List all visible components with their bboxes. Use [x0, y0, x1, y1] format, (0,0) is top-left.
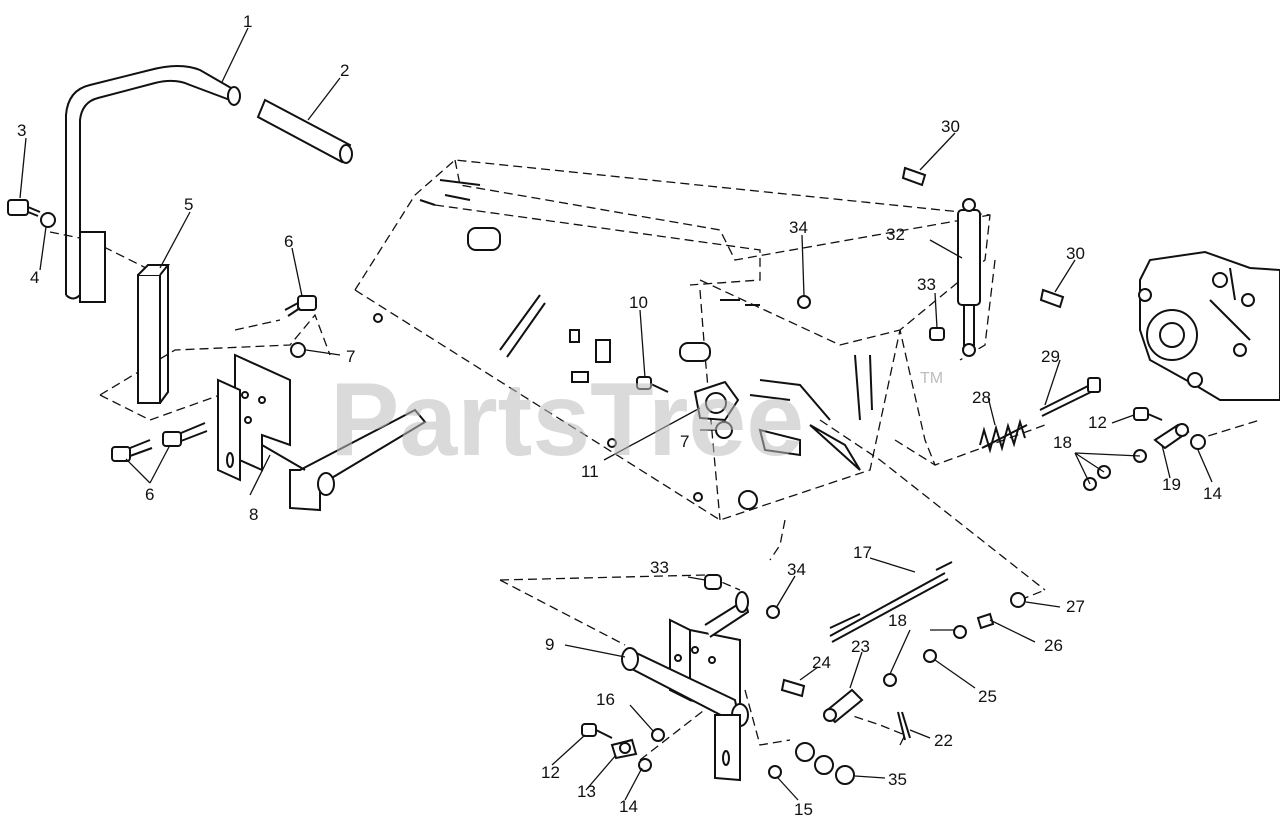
callout-32: 32 — [886, 225, 905, 244]
callout-25: 25 — [978, 687, 997, 706]
callouts: 1 2 3 4 5 6 6 7 7 8 9 10 11 12 12 13 14 … — [17, 12, 1222, 819]
transmission-housing — [1138, 250, 1280, 401]
callout-6b: 6 — [145, 485, 154, 504]
pivot-bracket-9 — [621, 591, 750, 782]
bracket-5 — [79, 231, 171, 404]
plate-8 — [217, 353, 427, 512]
callout-4: 4 — [30, 268, 39, 287]
callout-5: 5 — [184, 195, 193, 214]
callout-11: 11 — [581, 462, 599, 481]
callout-24: 24 — [812, 653, 831, 672]
callout-2: 2 — [340, 61, 349, 80]
callout-13: 13 — [577, 782, 596, 801]
callout-7b: 7 — [680, 432, 689, 451]
callout-3: 3 — [17, 121, 26, 140]
callout-8: 8 — [249, 505, 258, 524]
callout-28: 28 — [972, 388, 991, 407]
callout-9: 9 — [545, 635, 554, 654]
nut-7-left — [290, 342, 306, 358]
callout-30a: 30 — [941, 117, 960, 136]
rod-17 — [829, 561, 953, 643]
callout-18a: 18 — [1053, 433, 1072, 452]
spacer-33-top — [929, 327, 945, 341]
cotter-pin-22 — [897, 711, 911, 741]
callout-1: 1 — [243, 12, 252, 31]
callout-26: 26 — [1044, 636, 1063, 655]
leader-lines — [19, 27, 1213, 801]
grip-2 — [256, 98, 353, 164]
callout-18b: 18 — [888, 611, 907, 630]
callout-35: 35 — [888, 770, 907, 789]
callout-14a: 14 — [1203, 484, 1222, 503]
callout-6a: 6 — [284, 232, 293, 251]
spring-28 — [979, 418, 1028, 454]
clevis-23-24 — [780, 678, 864, 724]
bearing-flange-11 — [679, 342, 740, 422]
callout-17: 17 — [853, 543, 872, 562]
gas-spring-32 — [957, 198, 981, 357]
bolt-10 — [636, 376, 669, 393]
handle-1 — [65, 65, 241, 300]
callout-10: 10 — [629, 293, 648, 312]
callout-7a: 7 — [346, 347, 355, 366]
nut-34-lower — [766, 605, 780, 619]
callout-27: 27 — [1066, 597, 1085, 616]
pins-30 — [901, 166, 1065, 309]
bolt-3 — [7, 199, 56, 228]
nut-34-top — [797, 295, 811, 309]
callout-22: 22 — [934, 731, 953, 750]
callout-23: 23 — [851, 637, 870, 656]
watermark-text: PartsTree — [330, 362, 804, 478]
rod-29 — [1039, 377, 1101, 417]
callout-29: 29 — [1041, 347, 1060, 366]
bolts-6 — [111, 295, 317, 462]
callout-33a: 33 — [917, 275, 936, 294]
callout-34a: 34 — [789, 218, 808, 237]
callout-34b: 34 — [787, 560, 806, 579]
spacer-33-lower — [704, 574, 722, 590]
lower-hardware — [581, 592, 1026, 785]
callout-30b: 30 — [1066, 244, 1085, 263]
callout-12a: 12 — [1088, 413, 1107, 432]
callout-12b: 12 — [541, 763, 560, 782]
panel-details — [373, 179, 873, 510]
callout-16: 16 — [596, 690, 615, 709]
watermark-tm: TM — [920, 370, 943, 387]
callout-19: 19 — [1162, 475, 1181, 494]
callout-33b: 33 — [650, 558, 669, 577]
callout-15: 15 — [794, 800, 813, 819]
callout-14b: 14 — [619, 797, 638, 816]
